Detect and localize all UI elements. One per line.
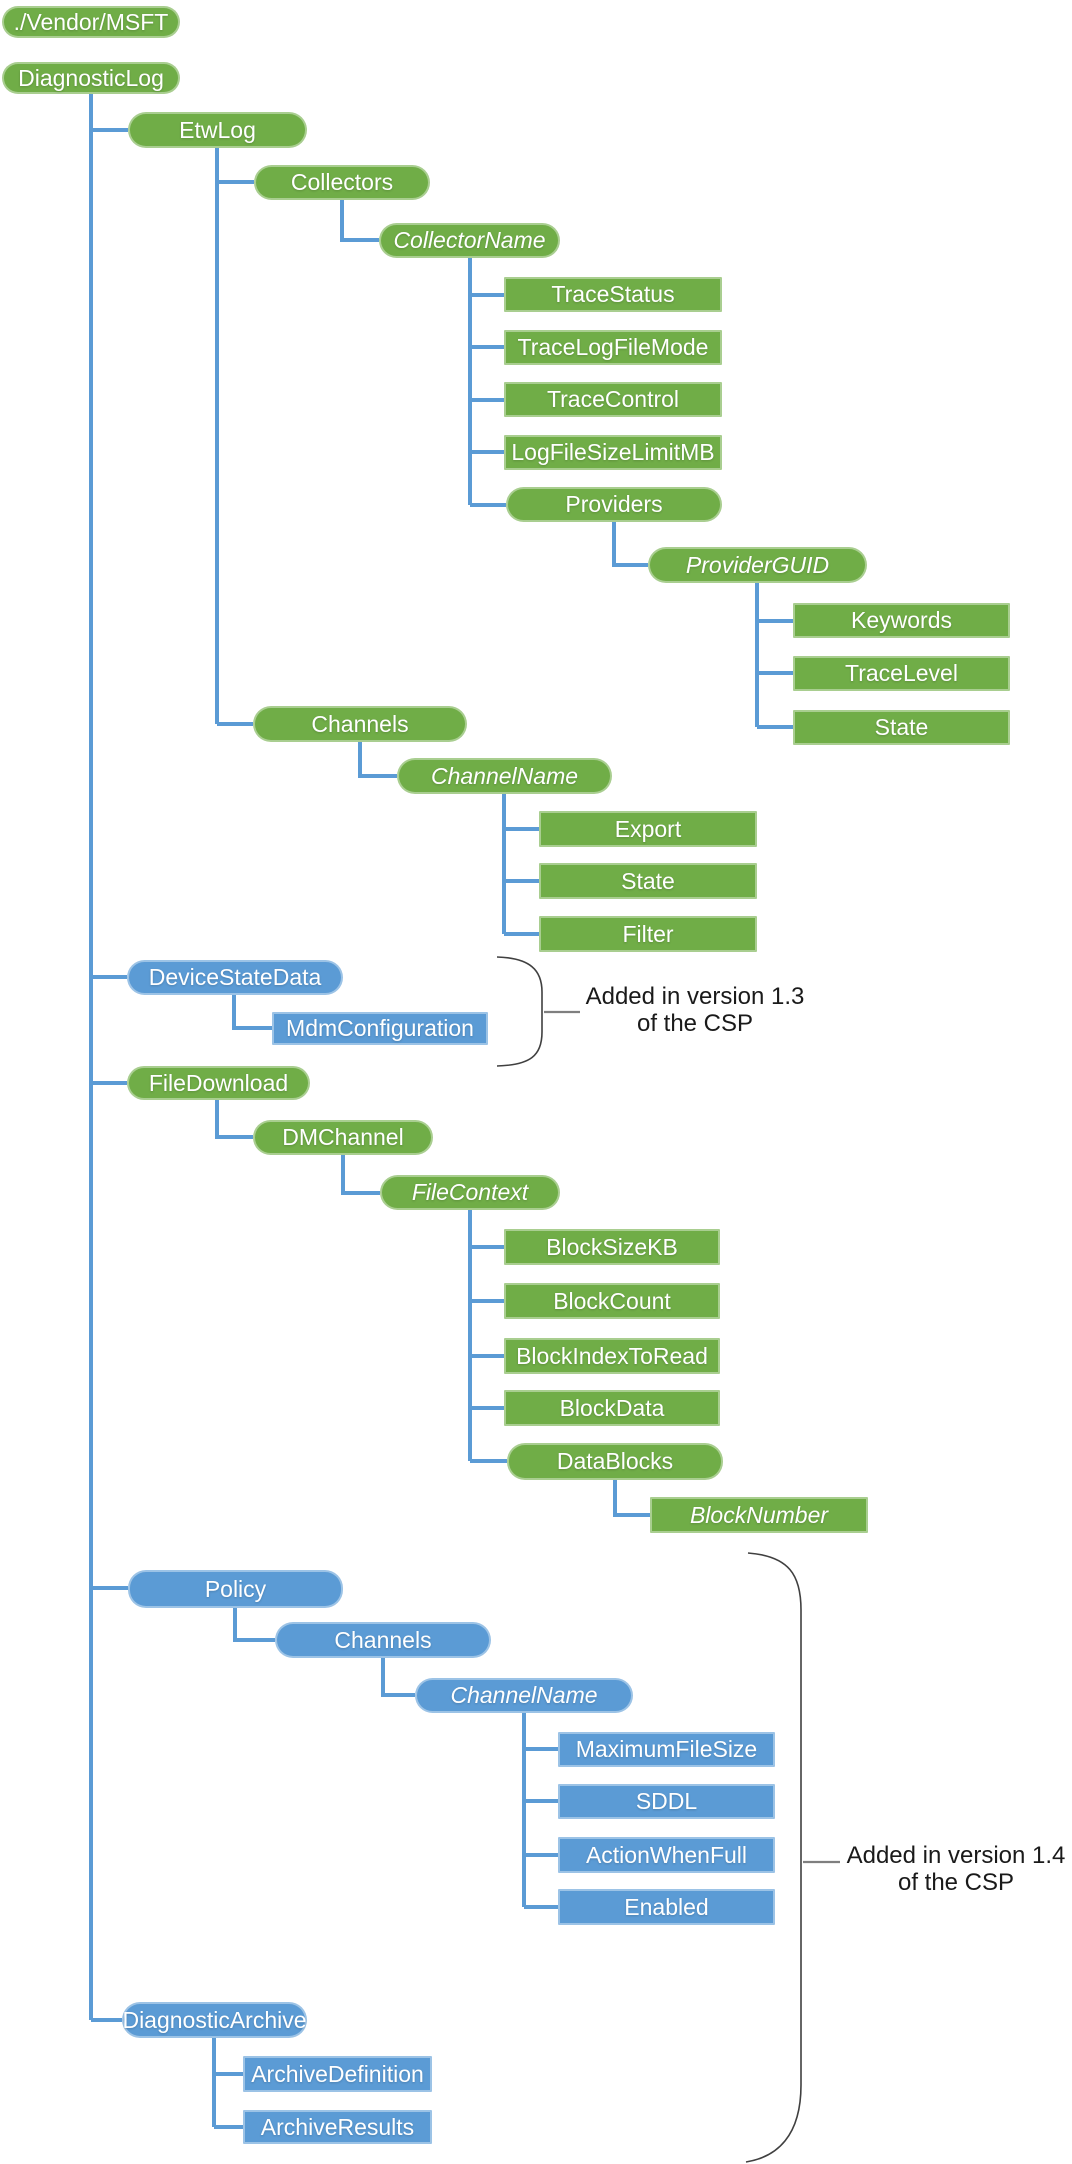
node-collectorname: CollectorName: [379, 223, 560, 258]
node-sddl: SDDL: [558, 1784, 775, 1819]
node-blockcount: BlockCount: [504, 1283, 720, 1319]
node-policy: Policy: [128, 1570, 343, 1608]
node-filedownload: FileDownload: [127, 1066, 310, 1100]
annotation-v13-line2: of the CSP: [636, 1010, 754, 1037]
node-maximumfilesize: MaximumFileSize: [558, 1732, 775, 1767]
node-providerguid: ProviderGUID: [648, 547, 867, 583]
node-diagnosticlog: DiagnosticLog: [2, 62, 180, 94]
annotation-v13: Added in version 1.3 of the CSP: [540, 983, 850, 1037]
node-collectors: Collectors: [254, 165, 430, 200]
node-archiveresults: ArchiveResults: [243, 2110, 432, 2144]
node-vendor-msft: ./Vendor/MSFT: [2, 6, 180, 38]
node-keywords: Keywords: [793, 603, 1010, 638]
node-blocksizekb: BlockSizeKB: [504, 1229, 720, 1265]
node-devicestatedata: DeviceStateData: [127, 960, 343, 995]
annotation-v14: Added in version 1.4 of the CSP: [800, 1842, 1072, 1896]
node-tracelogfilemode: TraceLogFileMode: [504, 330, 722, 365]
node-state-channel: State: [539, 863, 757, 899]
node-blockdata: BlockData: [504, 1390, 720, 1426]
node-tracecontrol: TraceControl: [504, 382, 722, 417]
tree-connectors: [89, 94, 793, 2129]
annotation-v13-line1: Added in version 1.3: [585, 983, 805, 1010]
node-diagnosticarchive: DiagnosticArchive: [122, 2002, 307, 2038]
node-blockindextoread: BlockIndexToRead: [504, 1338, 720, 1374]
node-filecontext: FileContext: [380, 1175, 560, 1210]
node-archivedefinition: ArchiveDefinition: [243, 2056, 432, 2092]
node-mdmconfiguration: MdmConfiguration: [272, 1012, 488, 1045]
node-channels-policy: Channels: [275, 1622, 491, 1658]
node-providers: Providers: [506, 487, 722, 522]
node-enabled: Enabled: [558, 1889, 775, 1925]
annotation-v14-line1: Added in version 1.4: [846, 1842, 1066, 1869]
brace-v14: [745, 1552, 802, 2163]
node-datablocks: DataBlocks: [507, 1443, 723, 1480]
node-channelname-etw: ChannelName: [397, 758, 612, 794]
node-channelname-policy: ChannelName: [415, 1678, 633, 1713]
node-state-provider: State: [793, 710, 1010, 745]
node-filter: Filter: [539, 916, 757, 952]
annotation-v14-line2: of the CSP: [897, 1869, 1015, 1896]
brace-v13: [496, 956, 543, 1067]
node-etwlog: EtwLog: [128, 112, 307, 148]
node-actionwhenfull: ActionWhenFull: [558, 1837, 775, 1873]
node-blocknumber: BlockNumber: [650, 1497, 868, 1533]
node-logfilesizelimitmb: LogFileSizeLimitMB: [504, 435, 722, 470]
node-export: Export: [539, 811, 757, 847]
node-dmchannel: DMChannel: [253, 1120, 433, 1155]
node-channels-etw: Channels: [253, 706, 467, 742]
node-tracestatus: TraceStatus: [504, 277, 722, 312]
node-tracelevel: TraceLevel: [793, 656, 1010, 691]
